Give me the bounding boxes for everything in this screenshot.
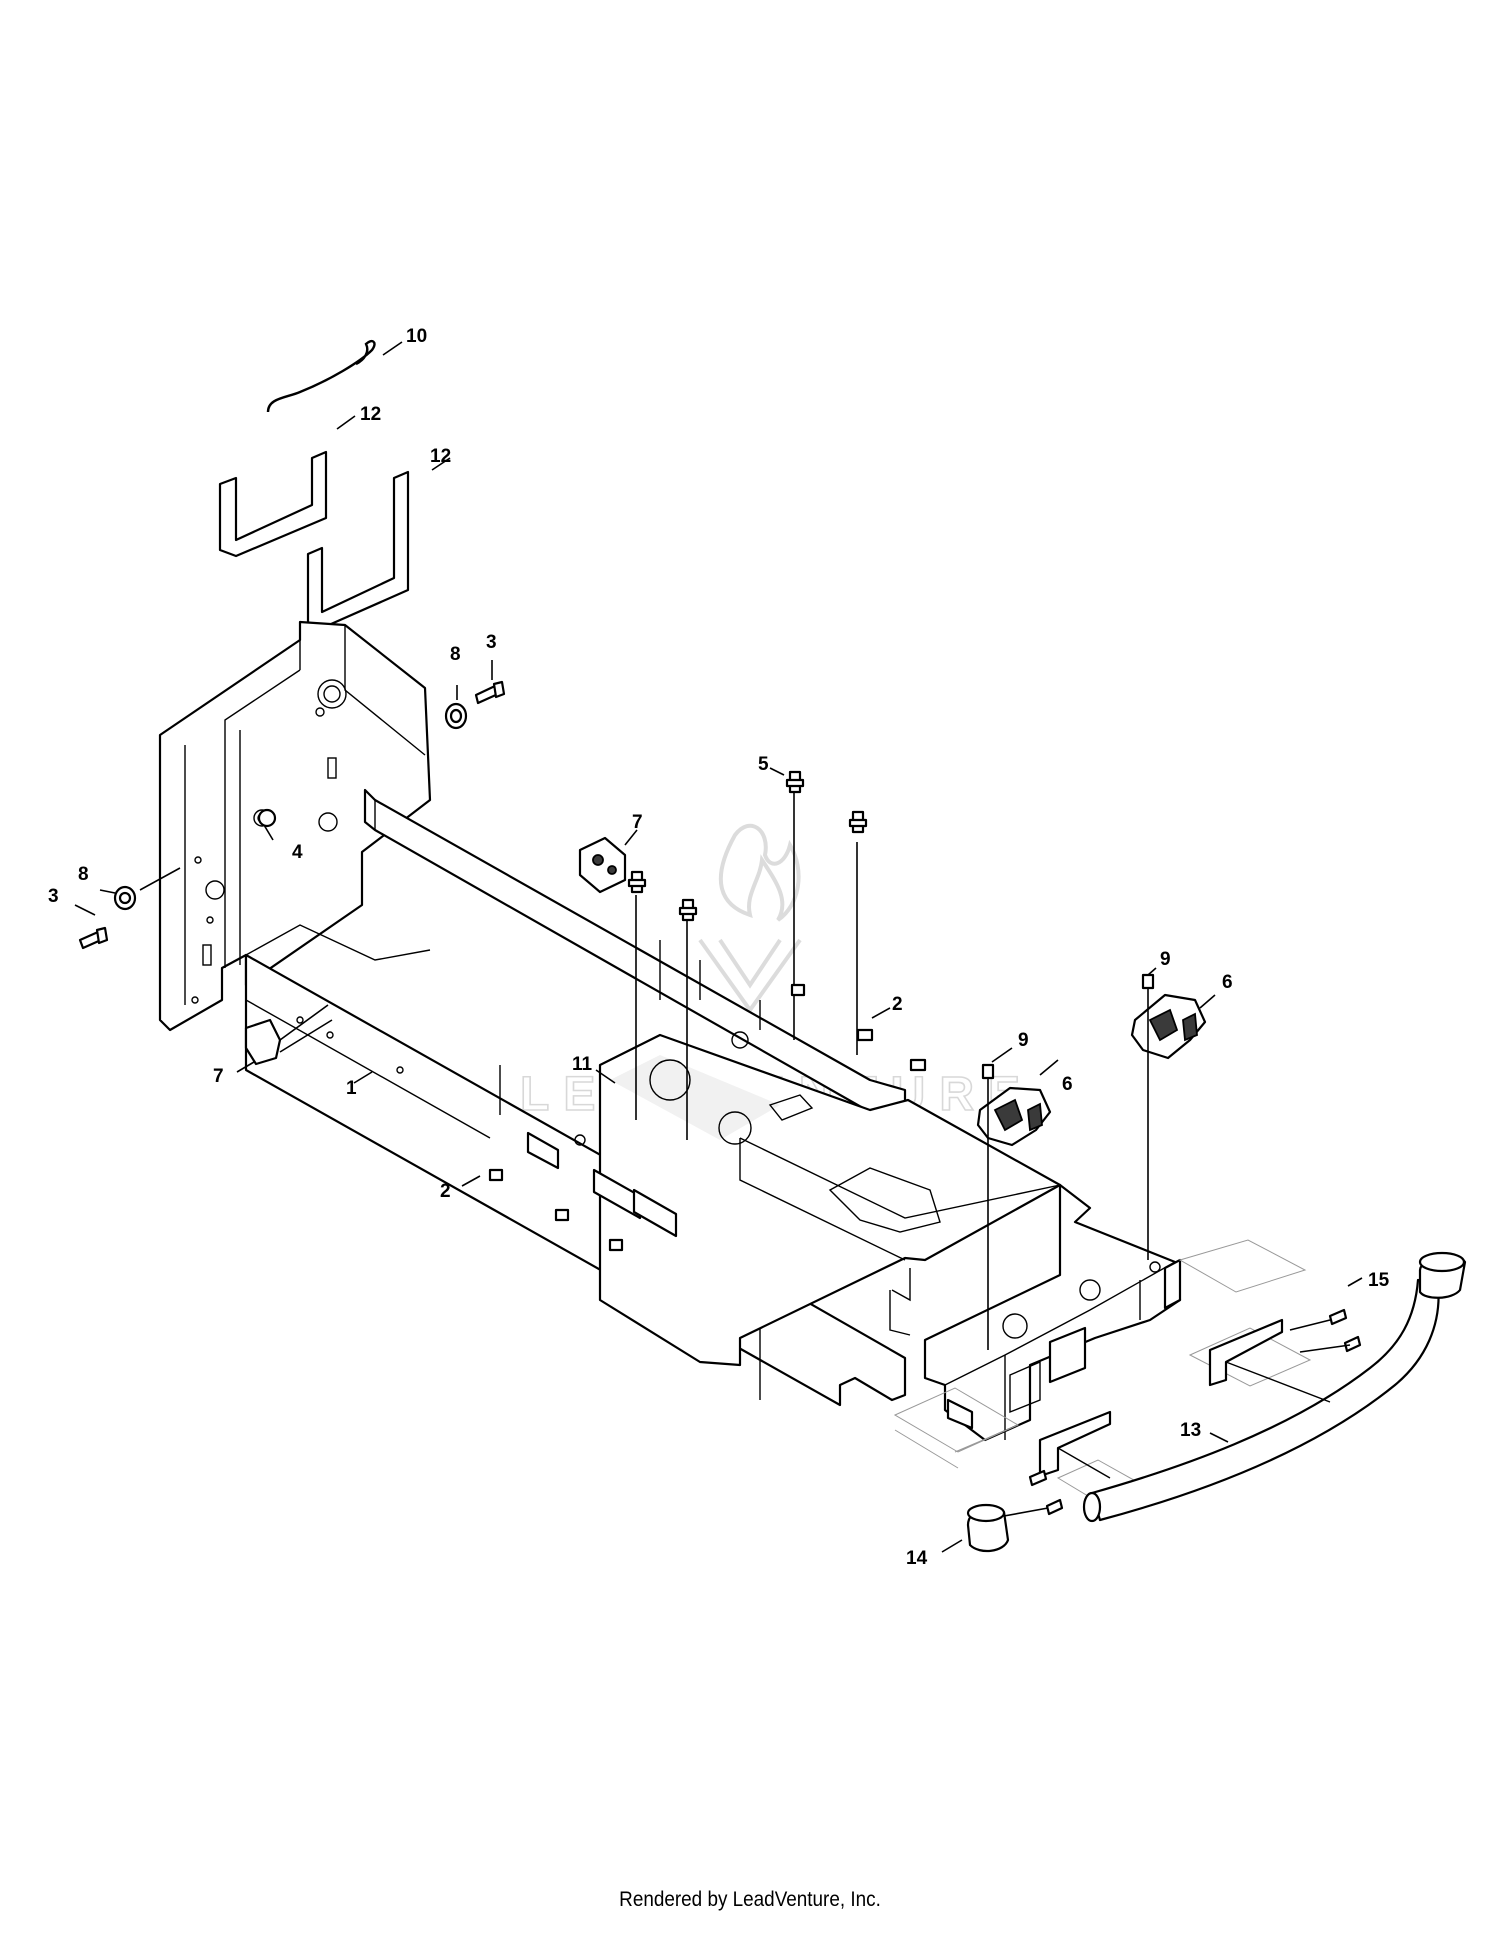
callout-11: 11 [572, 1054, 593, 1075]
bushing-part-8a [444, 702, 468, 730]
callout-9b: 9 [1160, 949, 1171, 970]
callout-12b: 12 [430, 446, 451, 467]
callout-6a: 6 [1062, 1074, 1073, 1095]
wire-clip-part-10 [266, 339, 376, 413]
callout-14: 14 [906, 1548, 928, 1569]
callout-labels: 10 12 12 8 3 5 7 4 8 3 9 6 2 9 7 11 6 1 … [48, 326, 1390, 1569]
callout-13: 13 [1180, 1420, 1201, 1441]
pin-5c [627, 870, 647, 894]
bolt-part-2 [488, 983, 927, 1252]
callout-7b: 7 [213, 1066, 224, 1087]
bumper-block-part-7b [244, 1004, 333, 1066]
callout-6b: 6 [1222, 972, 1233, 993]
callout-10: 10 [406, 326, 427, 347]
callout-4: 4 [292, 842, 303, 863]
callout-12a: 12 [360, 404, 381, 425]
pin-5d [678, 898, 698, 922]
battery-strap-part-12a [218, 450, 328, 558]
bolt-part-3a [474, 680, 506, 705]
end-cap-part-14 [966, 1503, 1010, 1553]
frame-part-1 [158, 620, 1182, 1442]
callout-3b: 3 [48, 886, 59, 907]
callout-8a: 8 [450, 644, 461, 665]
screw-part-9b [1141, 973, 1155, 1260]
screw-part-9a [981, 1063, 995, 1350]
callout-9a: 9 [1018, 1030, 1029, 1051]
callout-15: 15 [1368, 1270, 1390, 1291]
callout-2b: 2 [440, 1181, 451, 1202]
callout-8b: 8 [78, 864, 89, 885]
spindle-holder-part-6a [976, 1086, 1052, 1147]
leader-lines [74, 341, 1363, 1553]
screw-part-15 [1028, 1308, 1362, 1516]
nut-part-4 [257, 808, 277, 828]
battery-strap-part-12b [306, 470, 410, 630]
pin-5b [848, 810, 868, 834]
callout-3a: 3 [486, 632, 497, 653]
spindle-holder-part-6b [1130, 993, 1207, 1060]
callout-2a: 2 [892, 994, 903, 1015]
footer-credit: Rendered by LeadVenture, Inc. [619, 1888, 881, 1911]
callout-1: 1 [346, 1078, 357, 1099]
bolt-part-3b [78, 926, 109, 950]
callout-5: 5 [758, 754, 769, 775]
bushing-part-8b [113, 867, 181, 911]
pin-5a [785, 770, 805, 794]
callout-7a: 7 [632, 812, 643, 833]
pins-part-5 [627, 770, 868, 1140]
bumper-block-part-7a [578, 836, 627, 894]
cap-part-15 [1418, 1251, 1467, 1299]
